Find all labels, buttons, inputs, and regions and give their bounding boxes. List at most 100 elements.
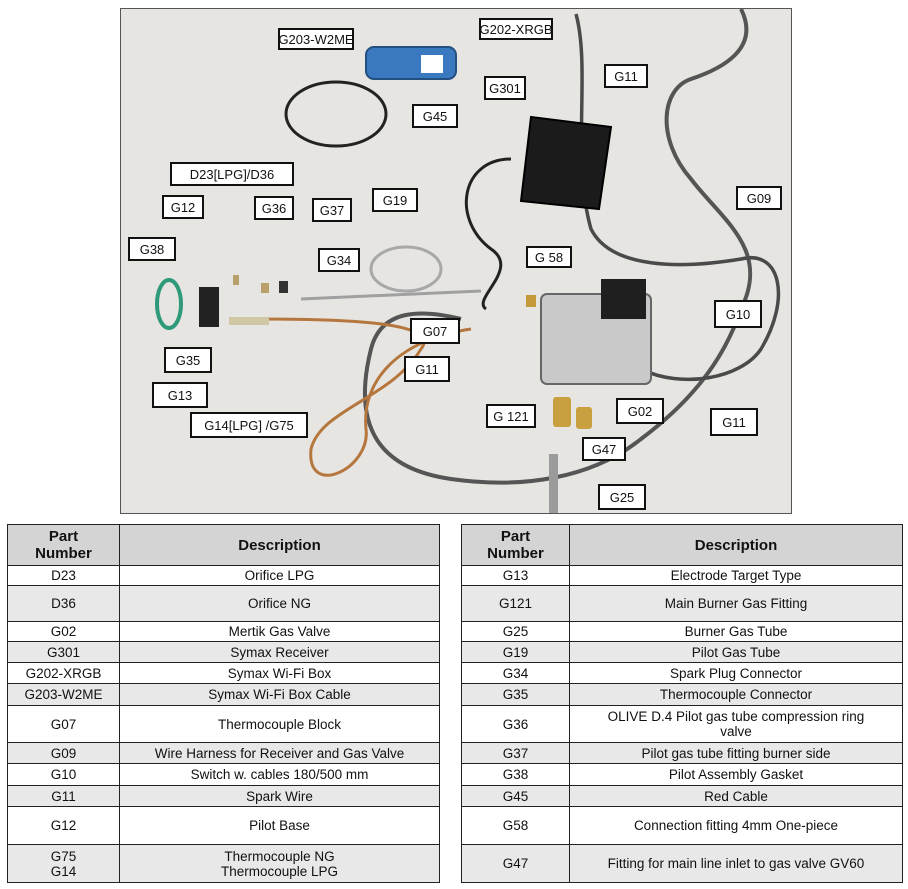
label-text: G11 [722, 414, 746, 430]
label-g11-top: G11 [604, 64, 648, 88]
header-description: Description [119, 524, 440, 566]
part-description: Orifice NG [119, 585, 440, 622]
label-g38: G38 [128, 237, 176, 261]
label-text: G25 [609, 489, 635, 505]
part-number: G38 [461, 763, 570, 786]
pilot-base [199, 287, 219, 327]
label-text: G35 [175, 352, 201, 368]
inlet-fitting [576, 407, 592, 429]
label-text: G14[LPG] /G75 [204, 417, 294, 433]
label-g19: G19 [372, 188, 418, 212]
label-g47: G47 [582, 437, 626, 461]
part-number: G07 [7, 705, 120, 743]
label-text: G12 [170, 199, 196, 215]
label-text: G202-XRGB [479, 21, 553, 37]
label-text: G37 [319, 202, 345, 218]
label-text: G38 [139, 241, 165, 257]
part-description: Spark Plug Connector [569, 662, 903, 684]
connection-fitting [526, 295, 536, 307]
label-text: G45 [422, 108, 448, 124]
wifi-box-qr [421, 55, 443, 73]
label-text: G 58 [534, 249, 564, 265]
wifi-box-cable [284, 80, 388, 148]
part-number: G25 [461, 621, 570, 642]
part-number: G58 [461, 806, 570, 845]
part-description: Burner Gas Tube [569, 621, 903, 642]
header-part-number: Part Number [7, 524, 120, 566]
label-text: G19 [382, 192, 408, 208]
label-g13: G13 [152, 382, 208, 408]
label-text: G203-W2ME [278, 31, 354, 47]
part-description: Pilot gas tube fitting burner side [569, 742, 903, 764]
fitting-burner-side [279, 281, 288, 293]
label-g14-g75: G14[LPG] /G75 [190, 412, 308, 438]
label-text: G47 [591, 441, 617, 457]
pilot-gas-tube [369, 245, 443, 293]
part-description: Mertik Gas Valve [119, 621, 440, 642]
label-g11-right: G11 [710, 408, 758, 436]
label-text: G 121 [493, 408, 529, 424]
label-g202: G202-XRGB [479, 18, 553, 40]
orifice [233, 275, 239, 285]
gas-valve-block [601, 279, 646, 319]
part-description: Thermocouple Block [119, 705, 440, 743]
part-description: Main Burner Gas Fitting [569, 585, 903, 622]
main-burner-fitting [553, 397, 571, 427]
label-g09: G09 [736, 186, 782, 210]
thermocouple [260, 317, 472, 477]
label-g10: G10 [714, 300, 762, 328]
label-d23-d36: D23[LPG]/D36 [170, 162, 294, 186]
part-description: Red Cable [569, 785, 903, 807]
label-g203: G203-W2ME [278, 28, 354, 50]
parts-illustration [155, 9, 781, 513]
red-cable [464, 157, 512, 311]
spark-wire [362, 9, 753, 485]
parts-photo [120, 8, 792, 514]
label-g45: G45 [412, 104, 458, 128]
gasket [155, 278, 183, 330]
label-text: G10 [725, 306, 751, 322]
label-g36: G36 [254, 196, 294, 220]
pilot-gas-tube-line [300, 289, 482, 301]
part-description: Spark Wire [119, 785, 440, 807]
label-text: G301 [489, 80, 521, 96]
label-g34: G34 [318, 248, 360, 272]
part-description: Connection fitting 4mm One-piece [569, 806, 903, 845]
part-description: Thermocouple Connector [569, 683, 903, 706]
part-description: Wire Harness for Receiver and Gas Valve [119, 742, 440, 764]
label-text: G34 [326, 252, 352, 268]
part-number: D36 [7, 585, 120, 622]
part-number: G34 [461, 662, 570, 684]
part-description: Orifice LPG [119, 565, 440, 586]
part-number: G09 [7, 742, 120, 764]
part-number: G203-W2ME [7, 683, 120, 706]
part-description: Switch w. cables 180/500 mm [119, 763, 440, 786]
part-number: D23 [7, 565, 120, 586]
part-description: Symax Wi-Fi Box [119, 662, 440, 684]
label-g11-mid: G11 [404, 356, 450, 382]
part-number: G301 [7, 641, 120, 663]
label-g58: G 58 [526, 246, 572, 268]
label-text: D23[LPG]/D36 [189, 166, 275, 182]
label-text: G02 [627, 403, 653, 419]
part-number: G121 [461, 585, 570, 622]
part-description: Fitting for main line inlet to gas valve… [569, 844, 903, 883]
header-part-number: Part Number [461, 524, 570, 566]
label-text: G36 [261, 200, 287, 216]
label-g121: G 121 [486, 404, 536, 428]
part-number: G75 G14 [7, 844, 120, 883]
part-number: G12 [7, 806, 120, 845]
part-description: Pilot Gas Tube [569, 641, 903, 663]
burner-gas-tube [549, 454, 558, 513]
part-description: Pilot Assembly Gasket [569, 763, 903, 786]
part-number: G19 [461, 641, 570, 663]
part-number: G13 [461, 565, 570, 586]
label-g12: G12 [162, 195, 204, 219]
part-number: G37 [461, 742, 570, 764]
part-description: Symax Wi-Fi Box Cable [119, 683, 440, 706]
part-description: Electrode Target Type [569, 565, 903, 586]
label-text: G09 [746, 190, 772, 206]
label-g25: G25 [598, 484, 646, 510]
part-description: OLIVE D.4 Pilot gas tube compression rin… [569, 705, 903, 743]
